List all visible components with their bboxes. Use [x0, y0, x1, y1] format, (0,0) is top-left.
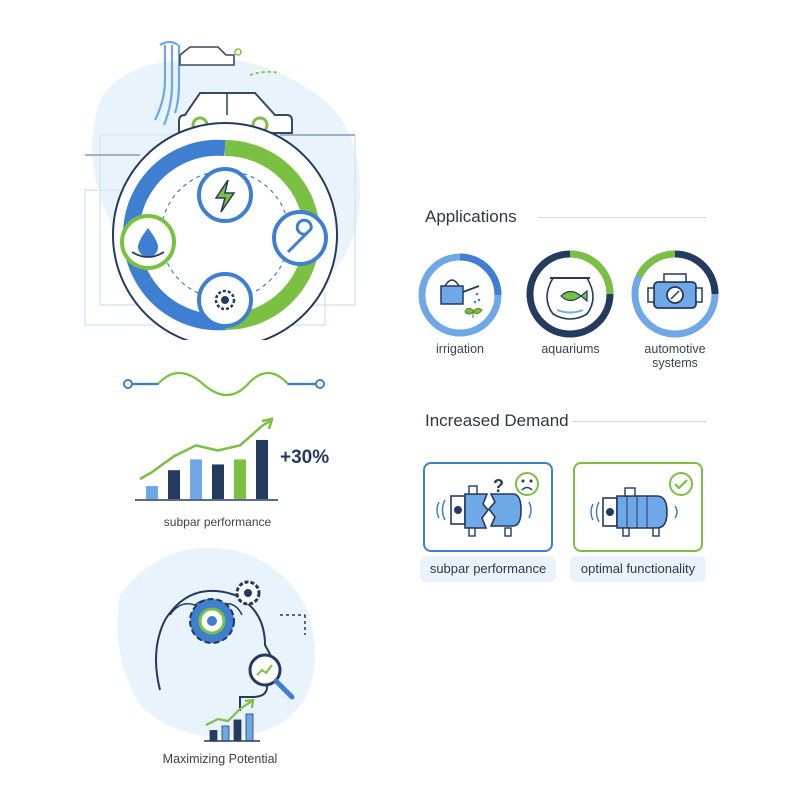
growth-caption: subpar performance: [163, 515, 272, 529]
potential-caption: Maximizing Potential: [162, 752, 278, 766]
app-label-irrigation: irrigation: [436, 342, 484, 356]
hub-diagram: [60, 30, 380, 340]
gear-icon: [197, 272, 253, 328]
wave-line-icon: [123, 371, 325, 397]
applications-rule: [538, 217, 706, 218]
potential-arrow-icon: [244, 698, 255, 709]
question-badge: ?: [493, 476, 504, 496]
water-drop-icon: [120, 214, 176, 270]
growth-bar: [212, 464, 224, 499]
growth-bar: [168, 470, 180, 499]
app-label-aquariums: aquariums: [541, 342, 600, 356]
growth-bar: [146, 486, 158, 499]
growth-bar: [256, 439, 268, 499]
growth-bar: [190, 459, 202, 499]
growth-arrow-icon: [261, 417, 274, 430]
magnifier-icon: [248, 653, 295, 700]
growth-value-label: +30%: [280, 447, 330, 468]
growth-trend-line: [139, 419, 271, 481]
demand-label-subpar: subpar performance: [420, 556, 556, 582]
potential-bar: [245, 713, 254, 742]
potential-bars: [204, 698, 260, 742]
wave-connector: [118, 368, 330, 404]
lightning-icon: [197, 167, 253, 223]
demand-rule: [572, 421, 706, 422]
growth-bar: [234, 459, 246, 499]
applications-heading: Applications: [425, 207, 517, 226]
potential-illustration: [100, 535, 330, 750]
hub-diagram-graphic: [84, 40, 360, 340]
watering-can-icon: [418, 253, 502, 337]
demand-card-optimal: [573, 462, 703, 552]
potential-bar: [233, 719, 242, 742]
wrench-icon: [272, 210, 328, 266]
app-item-aquariums: aquariums: [523, 248, 618, 358]
sad-face-icon: [515, 472, 539, 496]
potential-bar: [209, 730, 218, 742]
app-label-automotive: automotive systems: [644, 342, 706, 370]
broken-pump-icon: [436, 472, 539, 537]
fish-bowl-icon: [526, 250, 614, 338]
potential-bar: [221, 725, 230, 742]
brain-gear-icon: [117, 548, 315, 737]
app-item-automotive: automotive systems: [630, 248, 720, 373]
demand-label-optimal: optimal functionality: [570, 556, 706, 582]
growth-chart: +30%: [130, 415, 350, 505]
growth-bars: [135, 417, 278, 501]
pump-icon: [590, 472, 693, 537]
demand-heading: Increased Demand: [425, 411, 569, 430]
app-item-irrigation: irrigation: [415, 250, 505, 360]
demand-card-subpar: ?: [423, 462, 553, 552]
potential-trend-line: [205, 700, 253, 726]
engine-icon: [631, 250, 719, 338]
check-icon: [669, 472, 693, 496]
